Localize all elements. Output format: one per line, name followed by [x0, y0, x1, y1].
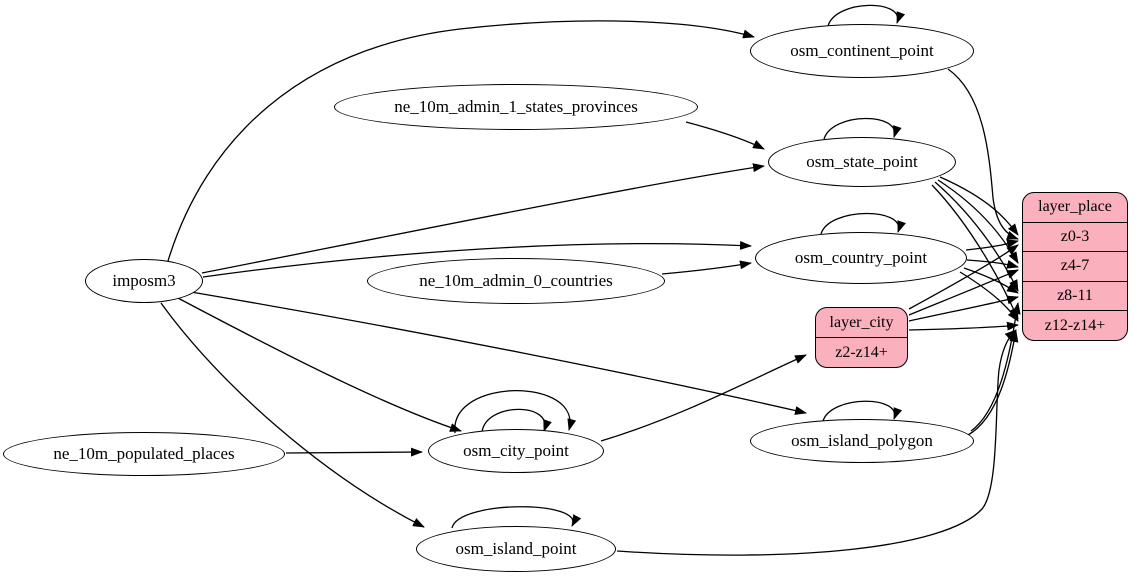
- node-label-osm-island-polygon: osm_island_polygon: [791, 431, 933, 450]
- node-osm-island-point: osm_island_point: [416, 526, 616, 572]
- edge-osm_country_point>layer_place:z0-3: [965, 239, 1019, 251]
- edge-osm_country_point>layer_place:z12-z14+: [959, 271, 1019, 322]
- edge-osm_island_polygon>layer_place:z12-z14+: [967, 330, 1019, 436]
- node-label-osm-state-point: osm_state_point: [806, 152, 918, 171]
- edge-imposm3>osm_island_point: [160, 302, 425, 528]
- layer-place-title: layer_place: [1038, 198, 1112, 216]
- node-imposm3: imposm3: [85, 259, 203, 303]
- edge-layer_city>layer_place:z12-z14+: [908, 321, 1019, 331]
- layer-place-row-z12-z14: z12-z14+: [1023, 310, 1127, 340]
- edge-ne_10m_admin_0_countries>osm_country_point: [661, 260, 752, 275]
- edge-layer_city>layer_place:z0-3: [908, 244, 1019, 310]
- node-label-osm-continent-point: osm_continent_point: [790, 41, 934, 60]
- edge-osm_state_point>osm_state_point: [823, 117, 902, 140]
- edge-osm_continent_point>osm_continent_point: [827, 4, 906, 27]
- node-osm-state-point: osm_state_point: [768, 137, 956, 187]
- edge-osm_island_polygon>layer_place:z8-11: [970, 302, 1021, 432]
- edge-imposm3>osm_island_polygon: [190, 291, 807, 415]
- node-label-imposm3: imposm3: [112, 271, 176, 290]
- node-label-ne-10m-populated-places: ne_10m_populated_places: [53, 444, 235, 463]
- edge-imposm3>osm_city_point: [175, 296, 462, 432]
- node-osm-island-polygon: osm_island_polygon: [750, 419, 974, 463]
- edge-layer_city>layer_place:z8-11: [908, 295, 1019, 322]
- edge-osm_island_point>layer_place:z12-z14+: [616, 329, 1017, 556]
- node-ne-10m-populated-places: ne_10m_populated_places: [3, 432, 285, 476]
- node-layer-place: layer_place z0-3 z4-7 z8-11 z12-z14+: [1022, 192, 1128, 341]
- edge-osm_state_point>layer_place:z0-3: [939, 176, 1019, 236]
- edge-osm_country_point>osm_country_point: [820, 212, 906, 235]
- node-label-osm-country-point: osm_country_point: [794, 248, 928, 267]
- layer-place-row-z0-3: z0-3: [1023, 221, 1127, 252]
- edge-layer_city>layer_place:z4-7: [908, 269, 1019, 316]
- layer-city-title: layer_city: [829, 313, 894, 331]
- edge-osm_continent_point>layer_place:z0-3: [947, 68, 1019, 240]
- node-label-ne-10m-admin-1-states-provinces: ne_10m_admin_1_states_provinces: [394, 97, 638, 116]
- node-ne-10m-admin-0-countries: ne_10m_admin_0_countries: [367, 258, 665, 304]
- edge-imposm3>osm_continent_point: [167, 20, 755, 262]
- edge-imposm3>osm_country_point: [202, 240, 752, 278]
- edge-osm_city_point>osm_city_point#2: [481, 408, 552, 433]
- node-label-ne-10m-admin-0-countries: ne_10m_admin_0_countries: [419, 271, 613, 290]
- edge-osm_city_point>layer_city:z2-z14+: [600, 354, 807, 442]
- edge-osm_island_point>osm_island_point: [451, 506, 582, 529]
- node-label-osm-island-point: osm_island_point: [455, 539, 577, 558]
- edge-osm_city_point>osm_city_point: [454, 389, 577, 434]
- node-osm-continent-point: osm_continent_point: [750, 24, 974, 78]
- edge-osm_state_point>layer_place:z8-11: [934, 181, 1019, 292]
- edges-group: [160, 4, 1021, 556]
- node-layer-city: layer_city z2-z14+: [815, 307, 908, 368]
- node-ne-10m-admin-1-states-provinces: ne_10m_admin_1_states_provinces: [334, 84, 698, 130]
- layer-place-row-z8-11: z8-11: [1023, 280, 1127, 311]
- layer-place-row-z4-7: z4-7: [1023, 251, 1127, 281]
- edge-imposm3>osm_state_point: [201, 163, 765, 274]
- node-osm-country-point: osm_country_point: [755, 232, 967, 284]
- layer-city-row-z2-z14: z2-z14+: [816, 337, 907, 367]
- node-osm-city-point: osm_city_point: [428, 429, 604, 473]
- edge-osm_state_point>layer_place:z4-7: [937, 179, 1019, 264]
- edge-osm_country_point>layer_place:z4-7: [966, 259, 1019, 269]
- node-label-osm-city-point: osm_city_point: [463, 441, 569, 460]
- edge-ne_10m_populated_places>osm_city_point: [285, 447, 423, 457]
- edge-osm_island_polygon>osm_island_polygon: [822, 400, 903, 422]
- edge-ne_10m_admin_1_states_provinces>osm_state_point: [685, 121, 765, 150]
